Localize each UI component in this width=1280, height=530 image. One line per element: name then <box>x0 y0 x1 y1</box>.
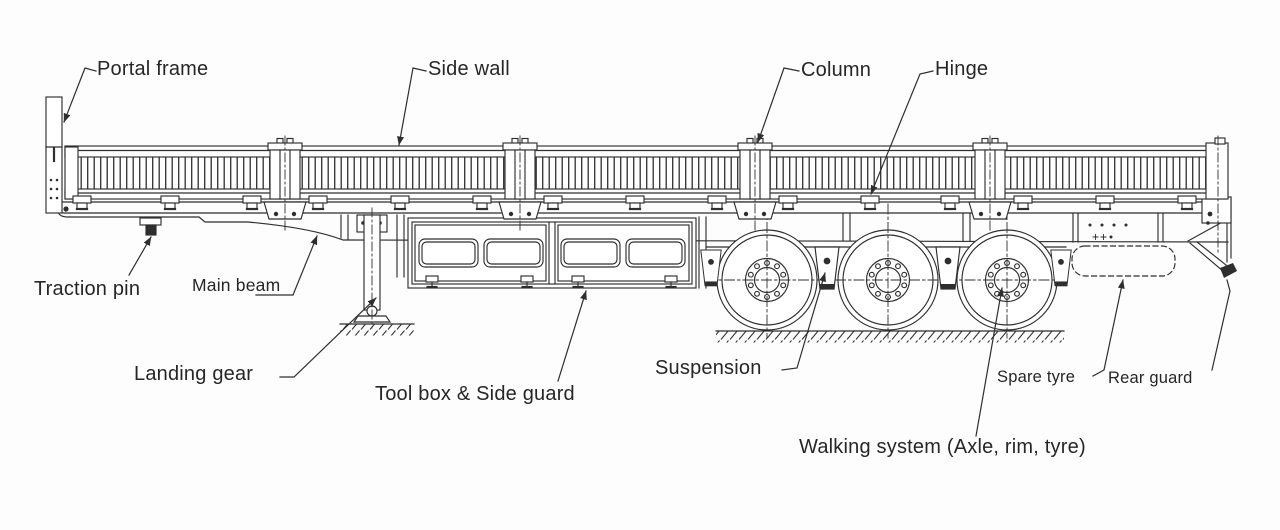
leader-side-wall <box>397 67 427 146</box>
label-suspension: Suspension <box>655 357 762 379</box>
label-spare-tyre: Spare tyre <box>997 368 1076 386</box>
traction-pin <box>139 217 162 236</box>
leader-traction-pin <box>128 236 152 276</box>
tool-box-side-guard <box>407 217 697 289</box>
leader-landing-gear <box>279 297 377 378</box>
leader-column <box>757 67 800 143</box>
leader-spare-tyre <box>1092 279 1125 377</box>
label-rear-guard: Rear guard <box>1108 369 1193 387</box>
portal-frame <box>45 96 63 214</box>
leader-tool-box <box>557 290 587 382</box>
label-side-wall: Side wall <box>428 58 510 80</box>
side-wall <box>64 135 1229 253</box>
label-portal-frame: Portal frame <box>97 58 209 80</box>
leader-walking-system <box>975 287 1004 437</box>
landing-gear <box>339 207 415 336</box>
label-hinge: Hinge <box>935 58 989 80</box>
rear-guard <box>1189 241 1237 278</box>
leader-hinge <box>870 70 934 195</box>
label-traction-pin: Traction pin <box>34 278 141 300</box>
label-column: Column <box>801 59 872 81</box>
label-landing-gear: Landing gear <box>134 363 254 385</box>
leader-portal-frame <box>63 67 97 123</box>
spare-tyre <box>1071 245 1176 277</box>
leader-lines <box>63 67 1231 437</box>
leader-main-beam <box>255 235 318 296</box>
ground <box>715 330 1065 343</box>
label-main-beam: Main beam <box>192 275 281 295</box>
leader-suspension <box>781 272 826 371</box>
walking-system-wheels <box>705 203 1067 339</box>
label-walking-system: Walking system (Axle, rim, tyre) <box>799 436 1086 458</box>
label-tool-box: Tool box & Side guard <box>375 383 575 405</box>
leader-rear-guard <box>1211 279 1231 371</box>
